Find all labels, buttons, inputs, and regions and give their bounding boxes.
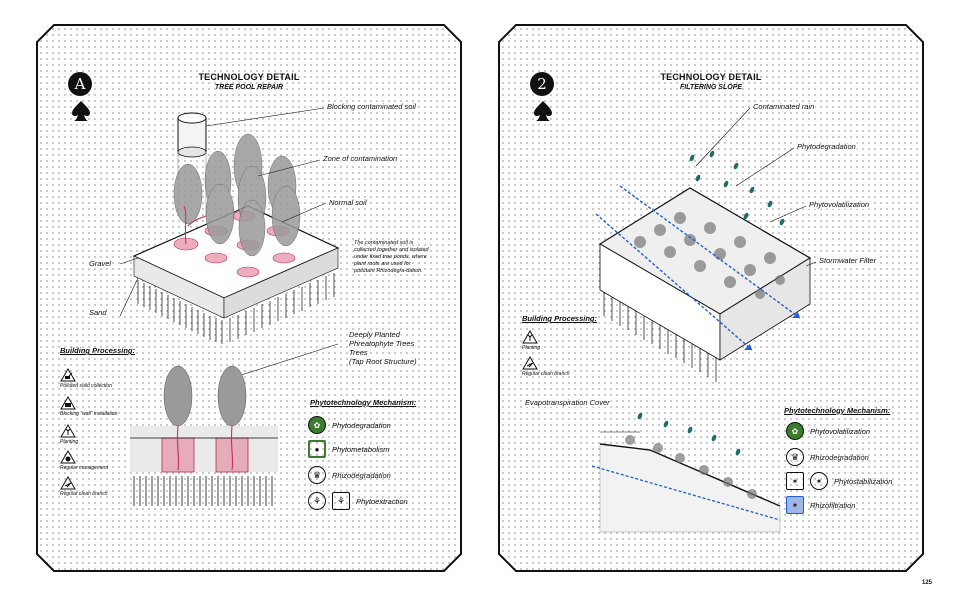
callout-rain: Contaminated rain bbox=[753, 102, 815, 111]
panel-tree-pool: A TECHNOLOGY DETAIL TREE POOL REPAIR bbox=[36, 24, 462, 572]
filtering-slope-illustration bbox=[500, 26, 926, 574]
mechanism-heading: Phytotechnology Mechanism: bbox=[784, 406, 891, 415]
mechanism-item: ✿ Phytovolatilization bbox=[786, 422, 870, 440]
rhizofiltration-icon: ✶ bbox=[786, 496, 804, 514]
mechanism-label: Rhizofiltration bbox=[810, 500, 856, 510]
process-label: Planting bbox=[522, 345, 541, 351]
mechanism-label: Rhizodegradation bbox=[332, 470, 391, 480]
mechanism-item: ● Phytometabolism bbox=[308, 440, 390, 458]
phytodegradation-icon: ✿ bbox=[308, 416, 326, 434]
process-label: Polluted soild collection bbox=[60, 383, 112, 389]
mechanism-label: Phytodegradation bbox=[332, 420, 391, 430]
process-label: Planting bbox=[60, 439, 79, 445]
callout-deep-2: Phreatophyte Trees bbox=[349, 339, 415, 348]
process-label: Blocking "wall" installation bbox=[60, 411, 118, 417]
excavator-icon bbox=[60, 368, 76, 382]
contamination-note: The contaminated soil is collected toget… bbox=[354, 240, 429, 274]
callout-phytodegradation: Phytodegradation bbox=[797, 142, 856, 151]
callout-deep-4: (Tap Root Structure) bbox=[349, 357, 417, 366]
process-item: Regular management bbox=[60, 450, 108, 471]
mechanism-item: ✶ Rhizofiltration bbox=[786, 496, 855, 514]
callout-phytovolatilization: Phytovolatilization bbox=[809, 200, 870, 209]
process-item: Planting bbox=[60, 424, 78, 445]
panel-filtering-slope: 2 TECHNOLOGY DETAIL FILTERING SLOPE bbox=[498, 24, 924, 572]
callout-gravel: Gravel bbox=[89, 259, 112, 268]
mechanism-item: ✶ ✶ Phytostabilization bbox=[786, 472, 892, 490]
page-number: 125 bbox=[921, 580, 932, 586]
callout-deep-3: Trees bbox=[349, 348, 368, 357]
mechanism-label: Phytoextraction bbox=[356, 496, 408, 506]
phytostabilization-icon-2: ✶ bbox=[810, 472, 828, 490]
mechanism-item: ⚘ ⚘ Phytoextraction bbox=[308, 492, 408, 510]
building-processing-heading: Building Processing: bbox=[522, 314, 598, 323]
phytostabilization-icon: ✶ bbox=[786, 472, 804, 490]
building-processing-heading: Building Processing: bbox=[60, 346, 136, 355]
mechanism-label: Phytostabilization bbox=[834, 476, 893, 486]
phytoextraction-icon: ⚘ bbox=[308, 492, 326, 510]
mechanism-item: ♛ Rhizodegradation bbox=[786, 448, 869, 466]
mechanism-label: Rhizodegradation bbox=[810, 452, 869, 462]
root-section bbox=[130, 366, 278, 506]
planting-icon bbox=[522, 330, 538, 344]
rhizodegradation-icon: ♛ bbox=[308, 466, 326, 484]
phytovolatilization-icon: ✿ bbox=[786, 422, 804, 440]
callout-deep-1: Deeply Planted bbox=[349, 330, 400, 339]
mechanism-label: Phytovolatilization bbox=[810, 426, 871, 436]
phytoextraction-icon-2: ⚘ bbox=[332, 492, 350, 510]
callout-normal-soil: Normal soil bbox=[329, 198, 367, 207]
mechanism-heading: Phytotechnology Mechanism: bbox=[310, 398, 417, 407]
mechanism-label: Phytometabolism bbox=[332, 444, 390, 454]
callout-evapotranspiration: Evapotranspiration Cover bbox=[525, 398, 610, 407]
planting-icon bbox=[60, 424, 76, 438]
mechanism-item: ♛ Rhizodegradation bbox=[308, 466, 391, 484]
callout-zone: Zone of contamination bbox=[323, 154, 398, 163]
callout-blocking: Blocking contaminated soil bbox=[327, 102, 416, 111]
wall-icon bbox=[60, 396, 76, 410]
process-label: Regular clean branch bbox=[60, 491, 108, 497]
process-label: Regular management bbox=[60, 465, 109, 471]
rhizodegradation-icon: ♛ bbox=[786, 448, 804, 466]
process-item: Blocking "wall" installation bbox=[60, 396, 117, 417]
callout-sand: Sand bbox=[89, 308, 107, 317]
process-item: Regular clean branch bbox=[60, 476, 108, 497]
phytometabolism-icon: ● bbox=[308, 440, 326, 458]
evapotranspiration-section bbox=[592, 412, 780, 532]
management-icon bbox=[60, 450, 76, 464]
process-item: Planting bbox=[522, 330, 540, 351]
clean-branch-icon bbox=[60, 476, 76, 490]
mechanism-item: ✿ Phytodegradation bbox=[308, 416, 391, 434]
process-label: Regular clean branch bbox=[522, 371, 570, 377]
process-item: Regular clean branch bbox=[522, 356, 570, 377]
clean-branch-icon bbox=[522, 356, 538, 370]
callout-stormwater: Stormwater Filter bbox=[819, 256, 877, 265]
process-item: Polluted soild collection bbox=[60, 368, 112, 389]
